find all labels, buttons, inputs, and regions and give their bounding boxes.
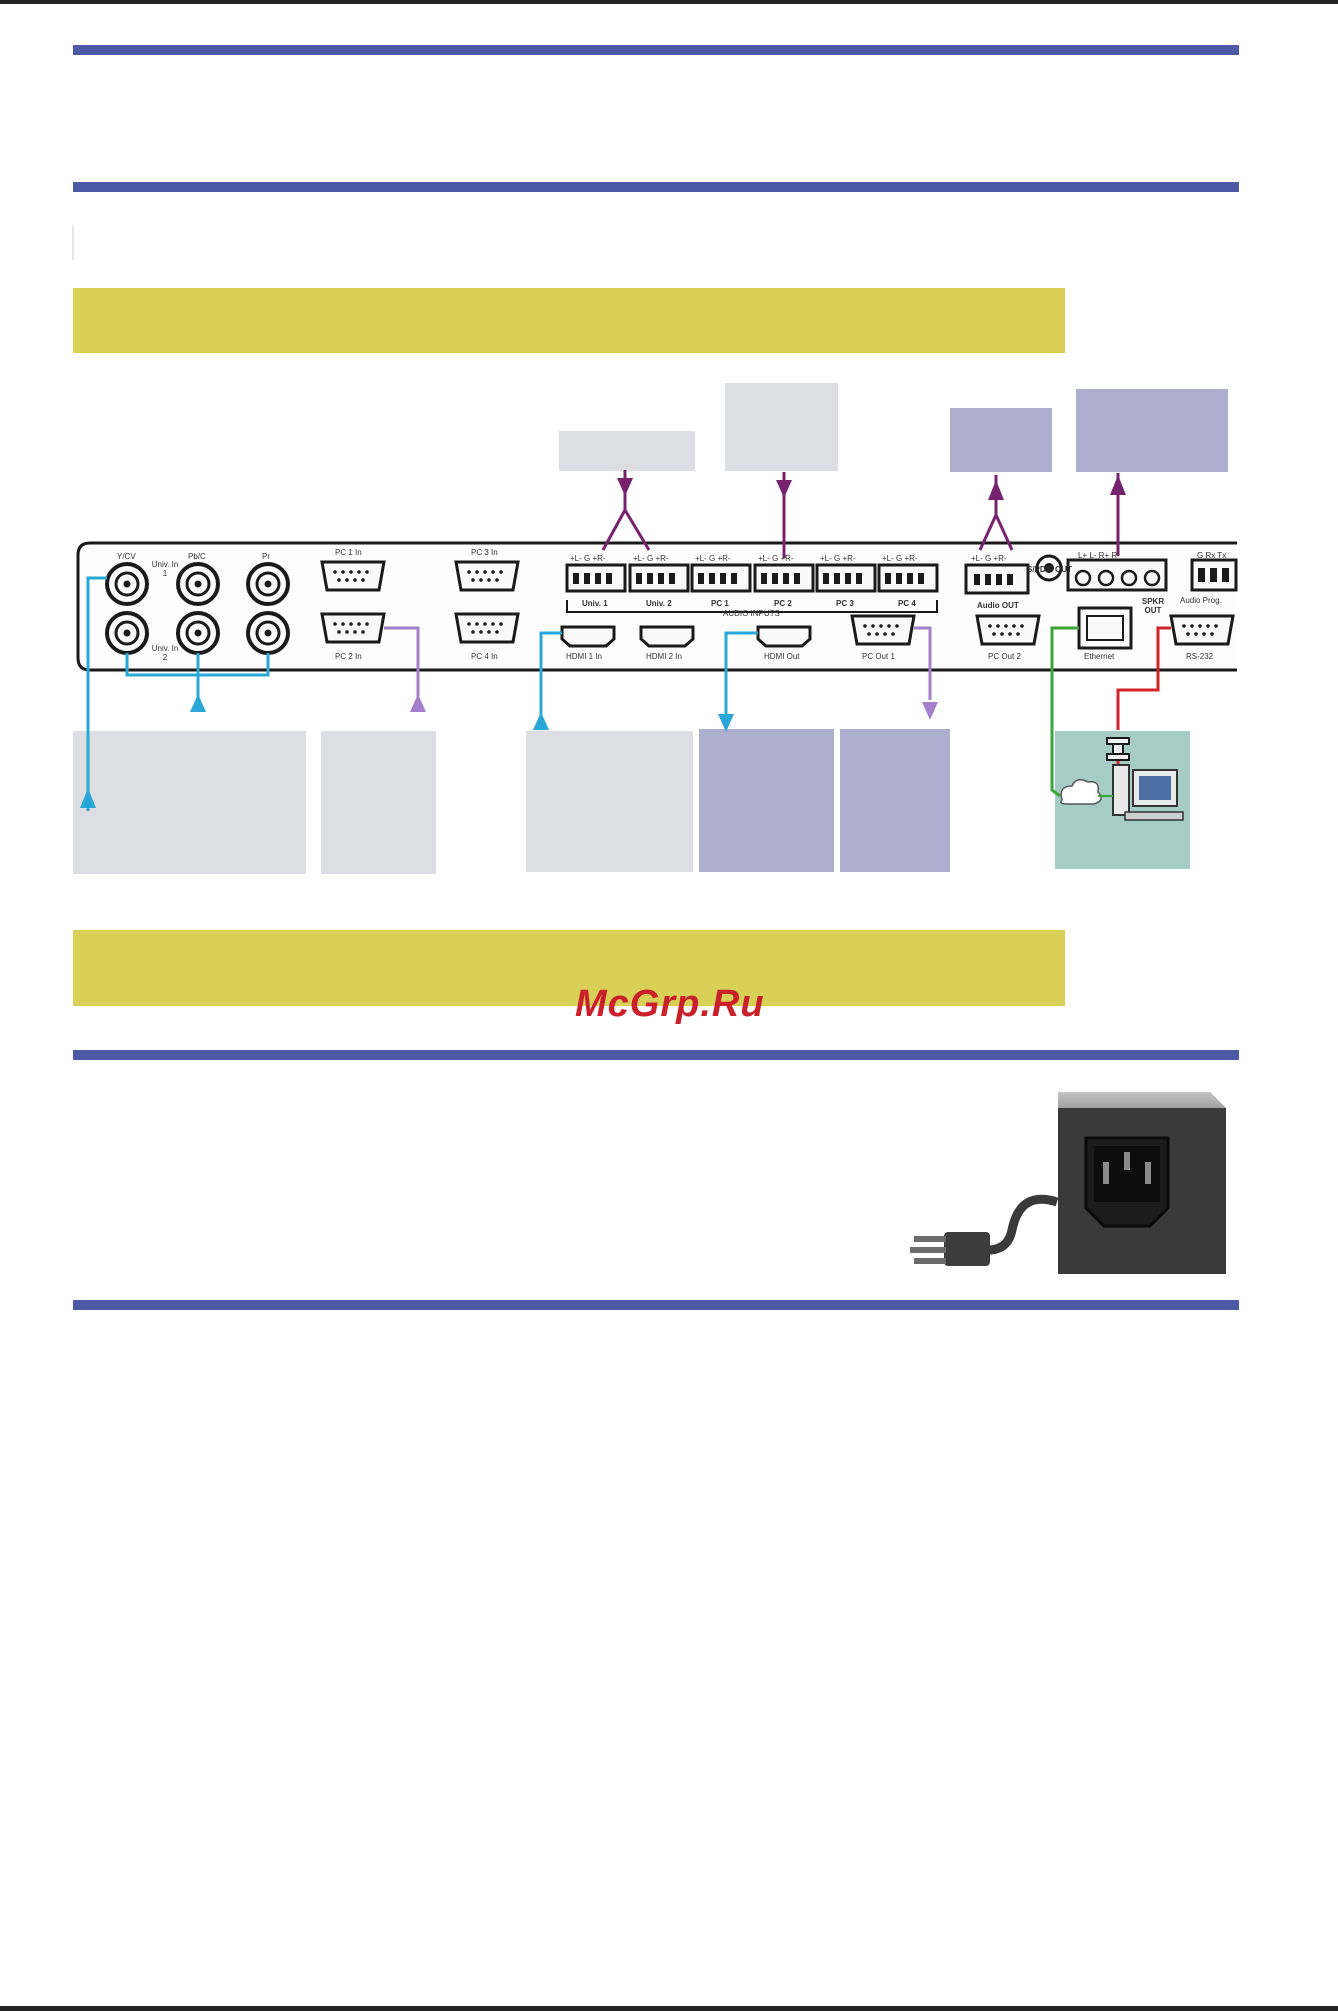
label-rs232: RS-232	[1186, 652, 1214, 661]
label-univ1: Univ. 1	[582, 599, 608, 608]
power-connection-illustration	[910, 1092, 1226, 1274]
computer-icon	[1106, 737, 1184, 821]
label-pc4: PC 4	[898, 599, 916, 608]
watermark: McGrp.Ru	[575, 983, 765, 1025]
label-box-pc2-audio	[725, 383, 838, 471]
label-univ-in2: Univ. In 2	[151, 644, 179, 662]
section-rule-3	[73, 1050, 1239, 1060]
label-audio-inputs: AUDIO INPUTS	[723, 609, 780, 618]
label-audio-pins-6: +L- G +R-	[882, 554, 918, 563]
label-pc2: PC 2	[774, 599, 792, 608]
spdif-connector	[1035, 554, 1063, 582]
label-hdmi2-in: HDMI 2 In	[646, 652, 683, 661]
label-univ-in1: Univ. In 1	[151, 560, 179, 578]
label-hdmi1-in: HDMI 1 In	[566, 652, 603, 661]
rear-panel-diagram	[76, 470, 1238, 821]
label-pc-out2: PC Out 2	[988, 652, 1021, 661]
label-box-speaker-out	[1076, 389, 1228, 472]
bnc-connector-icon	[105, 562, 290, 655]
label-spdif-out: S/PDIF OUT	[1027, 565, 1072, 574]
label-spkr-out: SPKR OUT	[1141, 597, 1165, 615]
label-univ2: Univ. 2	[646, 599, 672, 608]
cloud-icon	[1060, 779, 1113, 805]
section-rule-2	[73, 182, 1239, 192]
power-plug-icon	[910, 1194, 1059, 1266]
section-rule-4	[73, 1300, 1239, 1310]
label-pc2-in: PC 2 In	[335, 652, 362, 661]
label-pc4-in: PC 4 In	[471, 652, 498, 661]
rj45-port-icon	[1077, 606, 1133, 650]
label-ethernet: Ethernet	[1084, 652, 1115, 661]
vga-connector-icon	[320, 560, 1235, 646]
label-spkr-pins: L+ L- R+ R-	[1078, 551, 1120, 560]
bottom-border	[0, 2006, 1338, 2011]
iec-socket-icon	[1084, 1136, 1170, 1228]
label-hdmi-out: HDMI Out	[764, 652, 800, 661]
label-audio-pins-3: +L- G +R-	[695, 554, 731, 563]
highlight-bar-2	[73, 930, 1065, 1006]
label-box-pc2-in	[321, 731, 436, 874]
label-box-hdmi-out	[699, 729, 834, 872]
label-box-univ-audio	[559, 431, 695, 471]
top-border	[0, 0, 1338, 4]
label-audio-pins-4: +L- G +R-	[758, 554, 794, 563]
label-audio-prog: Audio Prog.	[1180, 596, 1222, 605]
label-rs232-pins: G Rx Tx	[1197, 551, 1227, 560]
label-ycv: Y/CV	[117, 552, 136, 561]
section-rule-1	[73, 45, 1239, 55]
highlight-bar-1	[73, 288, 1065, 353]
label-pc1-in: PC 1 In	[335, 548, 362, 557]
label-audio-pins-1: +L- G +R-	[570, 554, 606, 563]
label-pc3-in: PC 3 In	[471, 548, 498, 557]
faint-mark	[72, 225, 74, 260]
label-pbc: Pb/C	[188, 552, 206, 561]
label-box-hdmi1-in	[526, 731, 693, 872]
label-audio-out-pins: +L- G +R-	[971, 554, 1007, 563]
label-box-univ-video	[73, 731, 306, 874]
label-box-audio-out	[950, 408, 1052, 472]
label-audio-out: Audio OUT	[977, 601, 1019, 610]
label-audio-pins-2: +L- G +R-	[633, 554, 669, 563]
label-audio-pins-5: +L- G +R-	[820, 554, 856, 563]
label-box-pc-out1	[840, 729, 950, 872]
label-pc3: PC 3	[836, 599, 854, 608]
label-pc-out1: PC Out 1	[862, 652, 895, 661]
label-pc1: PC 1	[711, 599, 729, 608]
label-pr: Pr	[262, 552, 270, 561]
hdmi-port-icon	[560, 625, 812, 648]
